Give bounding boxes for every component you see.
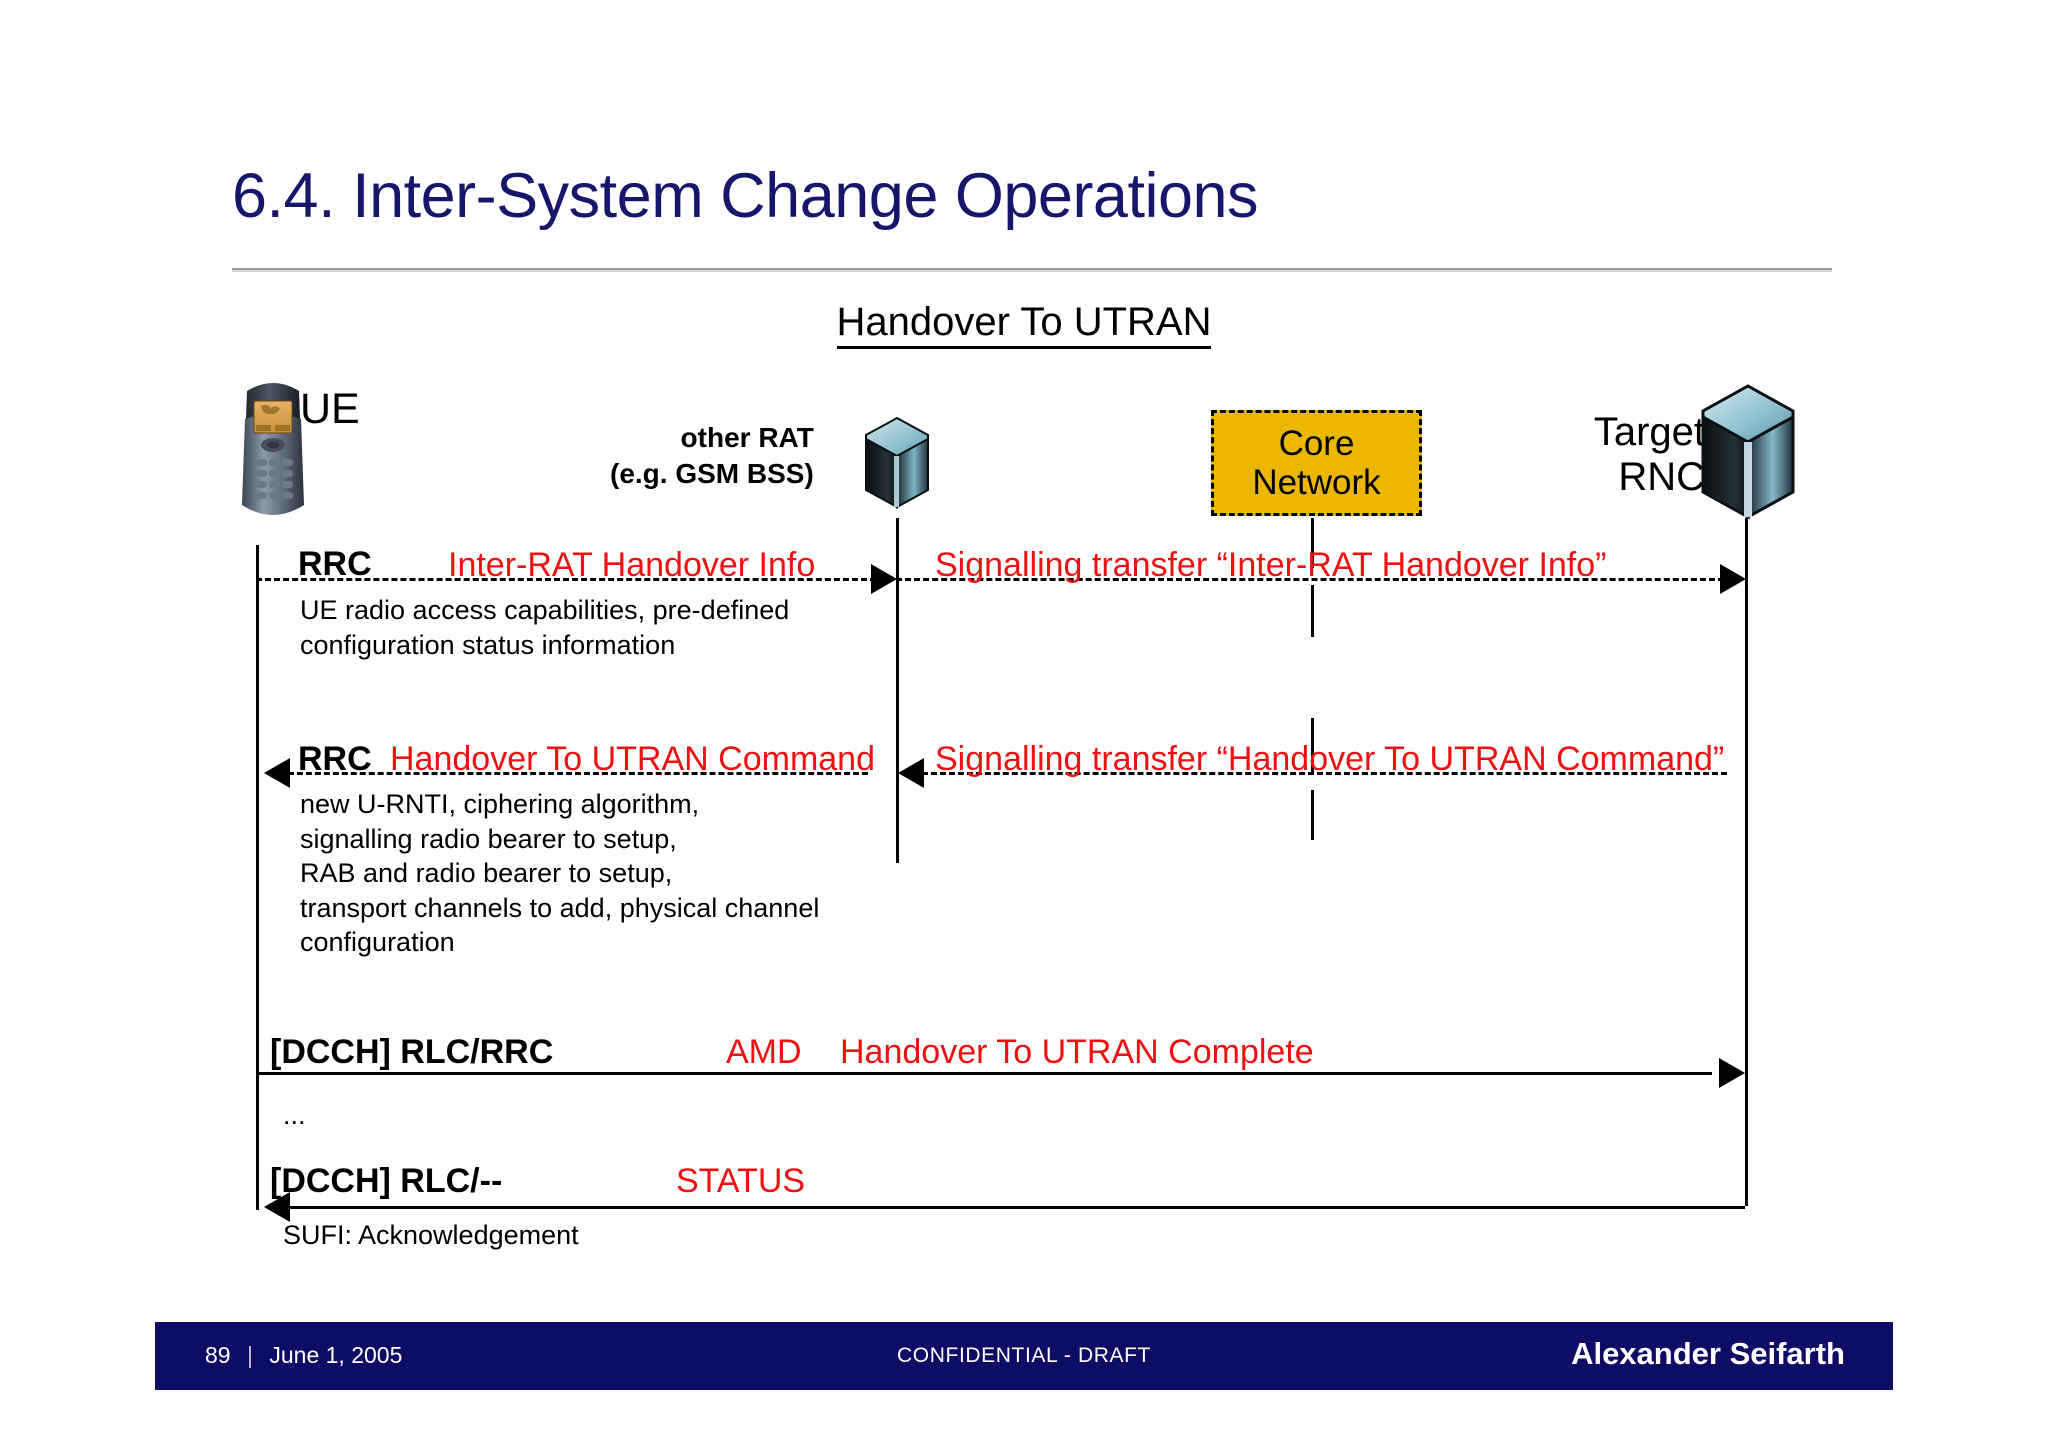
core-network-box: Core Network bbox=[1211, 410, 1422, 516]
message-1-name: Inter-RAT Handover Info bbox=[448, 546, 816, 584]
message-arrowhead-4 bbox=[264, 1192, 290, 1222]
diagram-subtitle: Handover To UTRAN bbox=[0, 300, 2048, 349]
footer-classification: CONFIDENTIAL - DRAFT bbox=[897, 1344, 1151, 1367]
lifeline-core-network-3 bbox=[1311, 718, 1314, 772]
message-3-name: Handover To UTRAN Complete bbox=[840, 1033, 1314, 1071]
footer-page-number: 89 bbox=[205, 1342, 231, 1368]
lifeline-core-network-4 bbox=[1311, 790, 1314, 840]
page-title: 6.4. Inter-System Change Operations bbox=[232, 161, 1259, 231]
footer-date: June 1, 2005 bbox=[269, 1342, 403, 1368]
message-2-note: new U-RNTI, ciphering algorithm, signall… bbox=[300, 789, 820, 958]
message-4-name: STATUS bbox=[676, 1162, 806, 1200]
message-4-note: SUFI: Acknowledgement bbox=[283, 1220, 579, 1250]
message-arrowhead-1-right bbox=[1720, 564, 1746, 594]
actor-label-other-rat-line2: (e.g. GSM BSS) bbox=[610, 457, 814, 489]
title-divider bbox=[232, 268, 1832, 272]
core-network-label-line2: Network bbox=[1252, 463, 1381, 502]
message-3-note: ... bbox=[283, 1100, 306, 1130]
actor-label-other-rat: other RAT (e.g. GSM BSS) bbox=[610, 420, 814, 492]
message-2-protocol: RRC bbox=[298, 740, 372, 778]
message-line-4 bbox=[288, 1206, 1745, 1209]
message-line-1-left bbox=[256, 578, 876, 581]
core-network-label-line1: Core bbox=[1278, 423, 1355, 463]
message-line-1-right bbox=[896, 578, 1724, 581]
actor-label-target-rnc-line1: Target bbox=[1593, 410, 1705, 454]
footer-bar: 89 | June 1, 2005 CONFIDENTIAL - DRAFT A… bbox=[155, 1322, 1893, 1390]
message-line-2-left bbox=[288, 772, 868, 775]
actor-label-ue: UE bbox=[300, 385, 360, 433]
message-1-protocol: RRC bbox=[298, 545, 372, 583]
message-line-3 bbox=[256, 1072, 1712, 1075]
lifeline-core-network-2 bbox=[1311, 585, 1314, 637]
message-3-pdu: AMD bbox=[726, 1033, 802, 1071]
footer-page-date: 89 | June 1, 2005 bbox=[205, 1342, 402, 1369]
lifeline-target-rnc bbox=[1745, 518, 1748, 1206]
message-2-name: Handover To UTRAN Command bbox=[390, 740, 875, 778]
message-line-2-right bbox=[922, 772, 1727, 775]
actor-label-target-rnc-line2: RNC bbox=[1618, 454, 1705, 499]
message-2-right-label: Signalling transfer “Handover To UTRAN C… bbox=[935, 740, 1725, 778]
diagram-subtitle-text: Handover To UTRAN bbox=[836, 300, 1212, 349]
footer-author: Alexander Seifarth bbox=[1571, 1336, 1845, 1371]
message-1-right-label: Signalling transfer “Inter-RAT Handover … bbox=[935, 546, 1607, 584]
actor-label-target-rnc: Target RNC bbox=[1545, 410, 1705, 500]
message-arrowhead-3 bbox=[1719, 1058, 1745, 1088]
message-arrowhead-2-mid bbox=[898, 758, 924, 788]
network-node-icon-target-rnc bbox=[1698, 382, 1798, 522]
message-arrowhead-2-left bbox=[264, 758, 290, 788]
lifeline-core-network bbox=[1311, 518, 1314, 568]
actor-label-other-rat-line1: other RAT bbox=[680, 422, 814, 453]
lifeline-ue bbox=[256, 545, 259, 1210]
message-4-protocol: [DCCH] RLC/-- bbox=[270, 1162, 503, 1200]
message-3-protocol: [DCCH] RLC/RRC bbox=[270, 1033, 554, 1071]
message-1-note: UE radio access capabilities, pre-define… bbox=[300, 595, 790, 660]
message-arrowhead-1-mid bbox=[871, 564, 897, 594]
lifeline-other-rat bbox=[896, 518, 899, 863]
footer-separator: | bbox=[246, 1342, 253, 1368]
network-node-icon-other-rat bbox=[862, 415, 932, 511]
mobile-phone-icon bbox=[237, 375, 309, 520]
